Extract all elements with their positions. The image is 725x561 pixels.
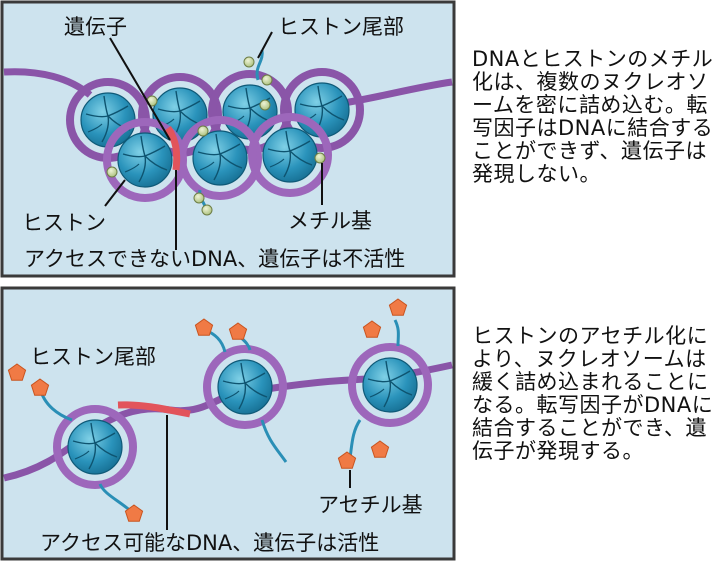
gene-segment <box>165 126 181 171</box>
top-panel: 遺伝子 ヒストン尾部 ヒストン メチル基 アクセスできないDNA、遺伝子は不活性 <box>0 0 456 278</box>
top-caption: アクセスできないDNA、遺伝子は不活性 <box>24 247 405 271</box>
acetylation-description: ヒストンのアセチル化により、ヌクレオソームは緩く詰め込まれることになる。転写因子… <box>472 324 714 463</box>
histone-tail-label-bottom: ヒストン尾部 <box>30 345 156 369</box>
acetyl-group-label: アセチル基 <box>318 493 423 517</box>
methyl-group-label: メチル基 <box>288 209 372 233</box>
gene-segment-active <box>117 401 191 418</box>
nucleosome-front-row <box>103 113 332 202</box>
bottom-leader-lines <box>166 415 351 530</box>
gene-label: 遺伝子 <box>64 15 127 39</box>
histone-label: ヒストン <box>22 211 106 235</box>
methylation-description: DNAとヒストンのメチル化は、複数のヌクレオソームを密に詰め込む。転写因子はDN… <box>472 47 714 186</box>
nucleosome-loose-group <box>53 343 432 489</box>
bottom-caption: アクセス可能なDNA、遺伝子は活性 <box>40 531 379 555</box>
top-leader-lines <box>104 31 323 250</box>
acetyl-groups <box>7 298 408 522</box>
histone-tail-label-top: ヒストン尾部 <box>278 15 404 39</box>
bottom-panel: ヒストン尾部 アセチル基 アクセス可能なDNA、遺伝子は活性 <box>0 286 456 561</box>
methyl-groups <box>106 49 326 216</box>
